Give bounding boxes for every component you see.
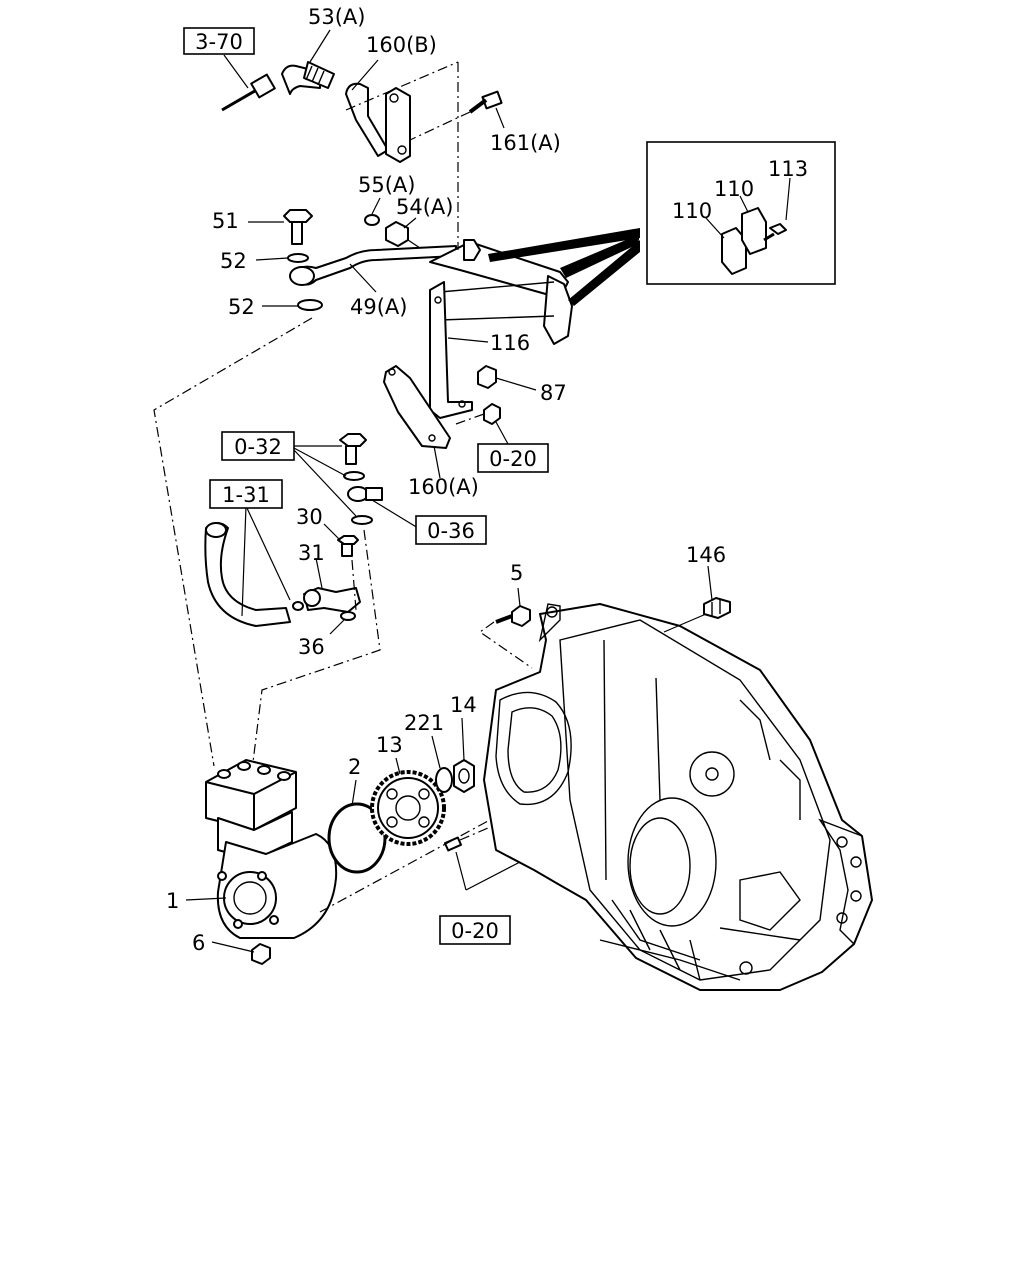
washer-55a [364, 197, 381, 226]
callout-36: 36 [298, 635, 325, 659]
callout-49a: 49(A) [350, 295, 407, 319]
pipe-49a [289, 245, 457, 293]
callout-160b: 160(B) [366, 33, 437, 57]
bracket-160a [383, 365, 451, 479]
svg-text:3-70: 3-70 [195, 30, 243, 54]
bolt-51 [248, 209, 313, 245]
callout-51: 51 [212, 209, 239, 233]
svg-text:0-36: 0-36 [427, 519, 475, 543]
washer-221 [431, 735, 453, 793]
fitting-31 [292, 557, 361, 613]
ref-0-36[interactable]: 0-36 [415, 515, 487, 545]
callout-53a: 53(A) [308, 5, 365, 29]
callout-2: 2 [348, 755, 361, 779]
callout-116: 116 [490, 331, 530, 355]
bracket-116 [429, 281, 489, 419]
ref-0-20-upper[interactable]: 0-20 [477, 443, 549, 473]
bolt-0-20-upper [455, 403, 509, 445]
washer-52-upper [255, 253, 309, 263]
bolt-161a [409, 90, 505, 141]
nut-54a [385, 217, 421, 249]
svg-text:0-20: 0-20 [451, 919, 499, 943]
callout-113: 113 [768, 157, 808, 181]
callout-30: 30 [296, 505, 323, 529]
air-compressor [185, 759, 338, 939]
callout-146: 146 [686, 543, 726, 567]
bracket-assembly [429, 239, 573, 345]
dowel-0-20 [443, 836, 521, 891]
nut-6 [211, 941, 271, 965]
callout-110-lower: 110 [672, 199, 712, 223]
callout-160a: 160(A) [408, 475, 479, 499]
gear-13 [370, 757, 446, 846]
fitting-53a [281, 29, 335, 95]
ref-3-70[interactable]: 3-70 [183, 27, 255, 55]
ref-1-31[interactable]: 1-31 [209, 479, 283, 509]
callout-87: 87 [540, 381, 567, 405]
nut-14 [453, 717, 475, 793]
svg-text:0-20: 0-20 [489, 447, 537, 471]
ref-0-20-lower[interactable]: 0-20 [439, 915, 511, 945]
bracket-160b [345, 59, 411, 163]
svg-text:1-31: 1-31 [222, 483, 270, 507]
bolt-5 [478, 587, 533, 669]
callout-52-lower: 52 [228, 295, 255, 319]
svg-text:0-32: 0-32 [234, 435, 282, 459]
bolt-0-32 [293, 433, 367, 481]
callout-6: 6 [192, 931, 205, 955]
oring-36 [329, 611, 356, 635]
callout-31: 31 [298, 541, 325, 565]
bolt-30 [323, 523, 359, 557]
ref-0-32[interactable]: 0-32 [221, 431, 295, 461]
hose-3-70 [221, 54, 276, 112]
detail-inset [488, 141, 836, 306]
callout-221: 221 [404, 711, 444, 735]
washer-52-lower [262, 299, 323, 311]
bolt-87 [477, 365, 537, 391]
callout-55a: 55(A) [358, 173, 415, 197]
callout-54a: 54(A) [396, 195, 453, 219]
callout-5: 5 [510, 561, 523, 585]
callout-1: 1 [166, 889, 179, 913]
callout-13: 13 [376, 733, 403, 757]
sensor-146 [663, 565, 731, 633]
flywheel-housing [483, 603, 873, 991]
callout-52-upper: 52 [220, 249, 247, 273]
hose-1-31 [204, 505, 291, 627]
banjo-0-36 [293, 449, 419, 529]
callout-110-upper: 110 [714, 177, 754, 201]
callout-14: 14 [450, 693, 477, 717]
callout-161a: 161(A) [490, 131, 561, 155]
